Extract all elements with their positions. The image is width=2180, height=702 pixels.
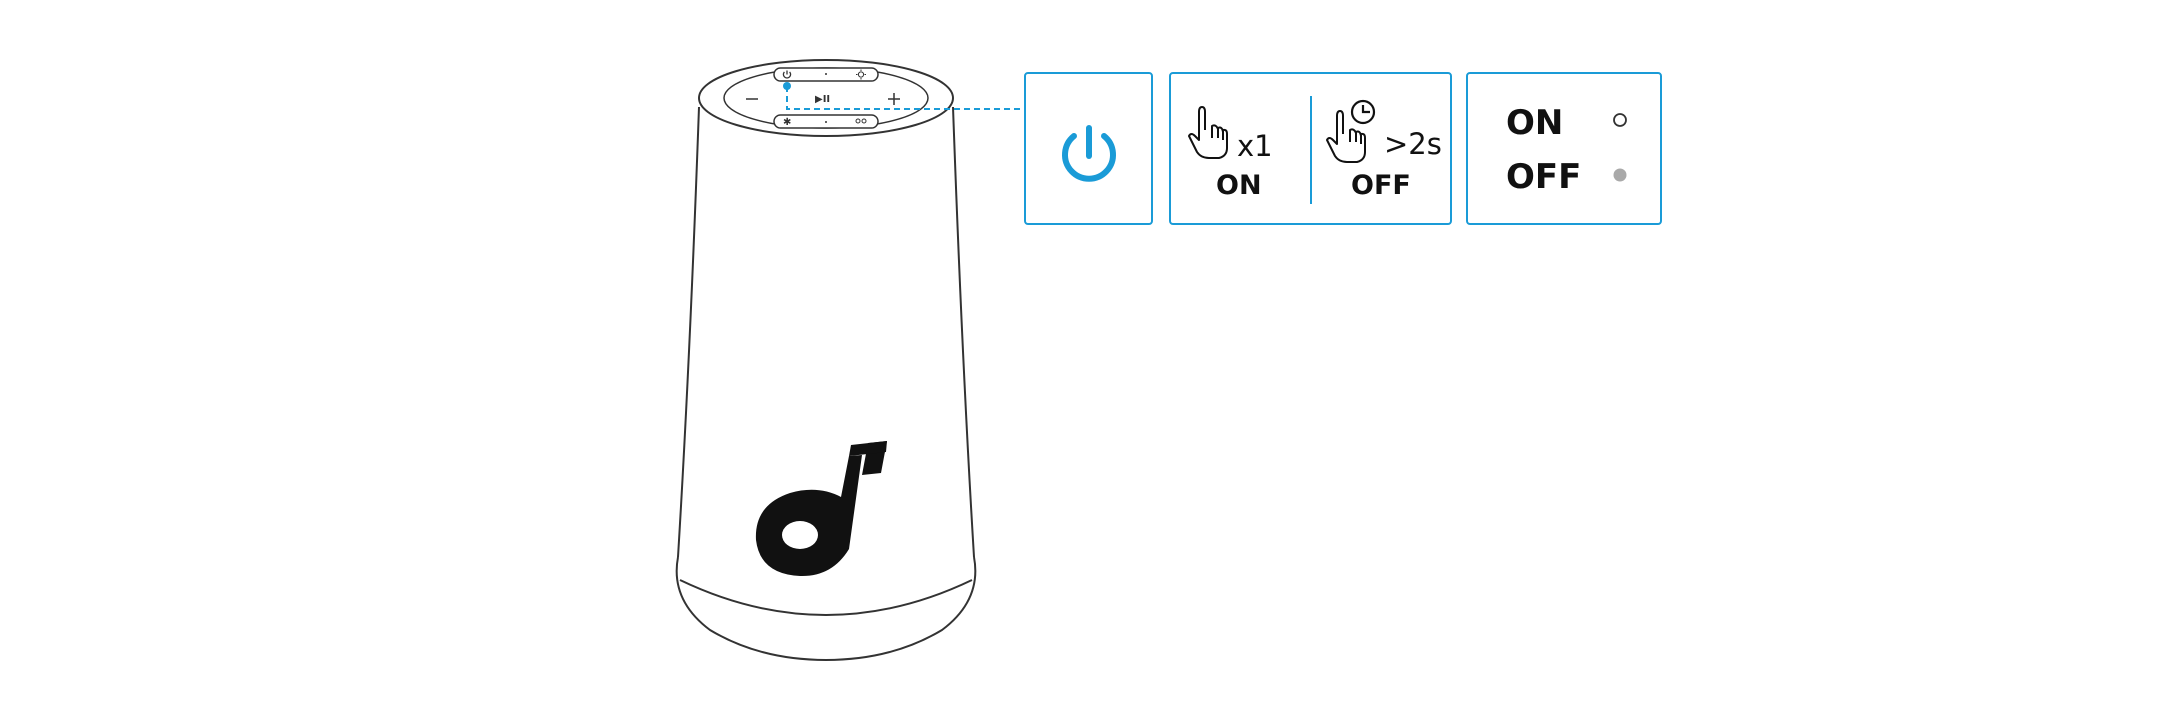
- logo-inner-hole: [782, 521, 818, 549]
- speaker-base-seam: [679, 579, 973, 616]
- callout-leader-line: [786, 86, 1024, 110]
- press-off-label: OFF: [1351, 170, 1411, 201]
- status-off-label: OFF: [1506, 157, 1582, 197]
- light-icon: [857, 71, 865, 78]
- speaker-base: [675, 556, 977, 662]
- soundcore-logo: [755, 441, 887, 577]
- bluetooth-icon: ✱: [783, 117, 791, 128]
- power-callout-box: [1024, 72, 1153, 225]
- party-icon: [855, 118, 867, 124]
- light-icon-rays: [856, 69, 866, 80]
- play-pause-icon: ▶II: [815, 94, 830, 105]
- hand-tap-icon: [1188, 106, 1228, 159]
- power-icon: [1062, 125, 1116, 182]
- speaker-top-rim: [698, 59, 954, 137]
- led-off-circle: [1613, 113, 1627, 127]
- panel-dot: [825, 73, 827, 75]
- status-on-label: ON: [1506, 103, 1564, 143]
- tap-count: x1: [1237, 129, 1273, 163]
- led-grey-dot: [1613, 168, 1627, 182]
- action-callout-box: x1 ON >2s OFF: [1169, 72, 1452, 225]
- plus-icon: [888, 93, 900, 105]
- clock-icon: [1350, 99, 1376, 125]
- speaker-body-outline: [677, 106, 975, 558]
- panel-dot: [825, 121, 827, 123]
- action-icons: [1188, 96, 1376, 204]
- status-leds: [1613, 113, 1627, 182]
- hand-hold-icon: [1326, 110, 1366, 163]
- status-callout-box: ON OFF: [1466, 72, 1662, 225]
- hold-duration: >2s: [1384, 127, 1442, 161]
- power-icon: [782, 70, 792, 79]
- press-on-label: ON: [1216, 170, 1262, 201]
